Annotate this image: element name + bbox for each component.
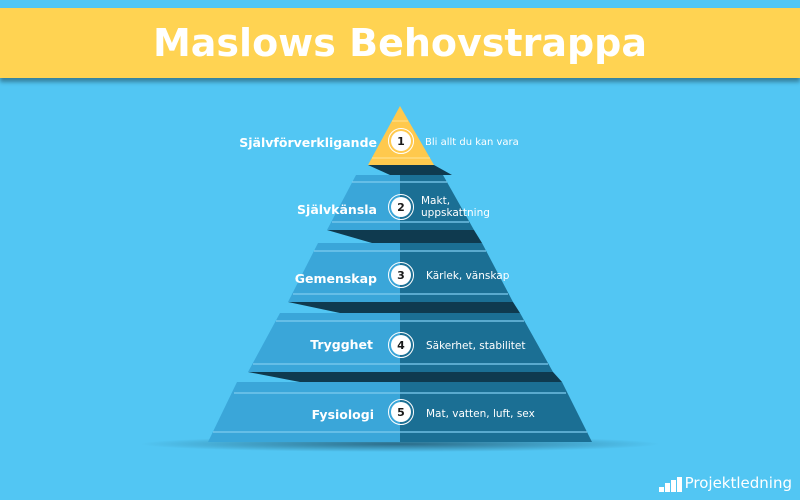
tier-3-label: Gemenskap (294, 271, 377, 286)
tier-1-number-ring (388, 128, 414, 154)
bar-chart-icon (658, 477, 682, 492)
tier-2-description-line1: Makt, (421, 195, 451, 207)
tier-5-number-ring (388, 399, 414, 425)
tier-4-number-ring (388, 332, 414, 358)
page-title: Maslows Behovstrappa (152, 21, 648, 65)
tier-1-number: 1 (391, 131, 411, 151)
tier-1-label: Självförverkligande (239, 135, 377, 150)
tier-2-description-line2: uppskattning (421, 207, 490, 219)
tier-3-number-ring (388, 262, 414, 288)
tier-4-number: 4 (391, 335, 411, 355)
title-banner: Maslows Behovstrappa (0, 8, 800, 78)
tier-2-number-ring (388, 194, 414, 220)
shadow-slab-3 (288, 302, 520, 313)
top-strip (0, 0, 800, 8)
tier-1-description: Bli allt du kan vara (425, 137, 519, 148)
tier-2 (327, 175, 474, 230)
tier-3-number: 3 (391, 265, 411, 285)
shadow-slab-2 (327, 230, 482, 243)
tier-5-label: Fysiologi (311, 407, 374, 422)
tier-4 (248, 313, 553, 372)
tier-3 (288, 243, 513, 302)
tier-2-label: Självkänsla (297, 202, 377, 217)
shadow-slab-1 (368, 165, 452, 175)
tier-4-label: Trygghet (310, 337, 373, 352)
tier-4-description: Säkerhet, stabilitet (426, 340, 526, 352)
tier-5-number: 5 (391, 402, 411, 422)
brand-logo: Projektledning (658, 474, 792, 492)
tier-3-description: Kärlek, vänskap (426, 270, 510, 282)
tier-5-description: Mat, vatten, luft, sex (426, 408, 535, 420)
brand-name: Projektledning (684, 474, 792, 492)
tier-2-number: 2 (391, 197, 411, 217)
tier-5 (208, 382, 592, 442)
shadow-slab-4 (248, 372, 562, 382)
